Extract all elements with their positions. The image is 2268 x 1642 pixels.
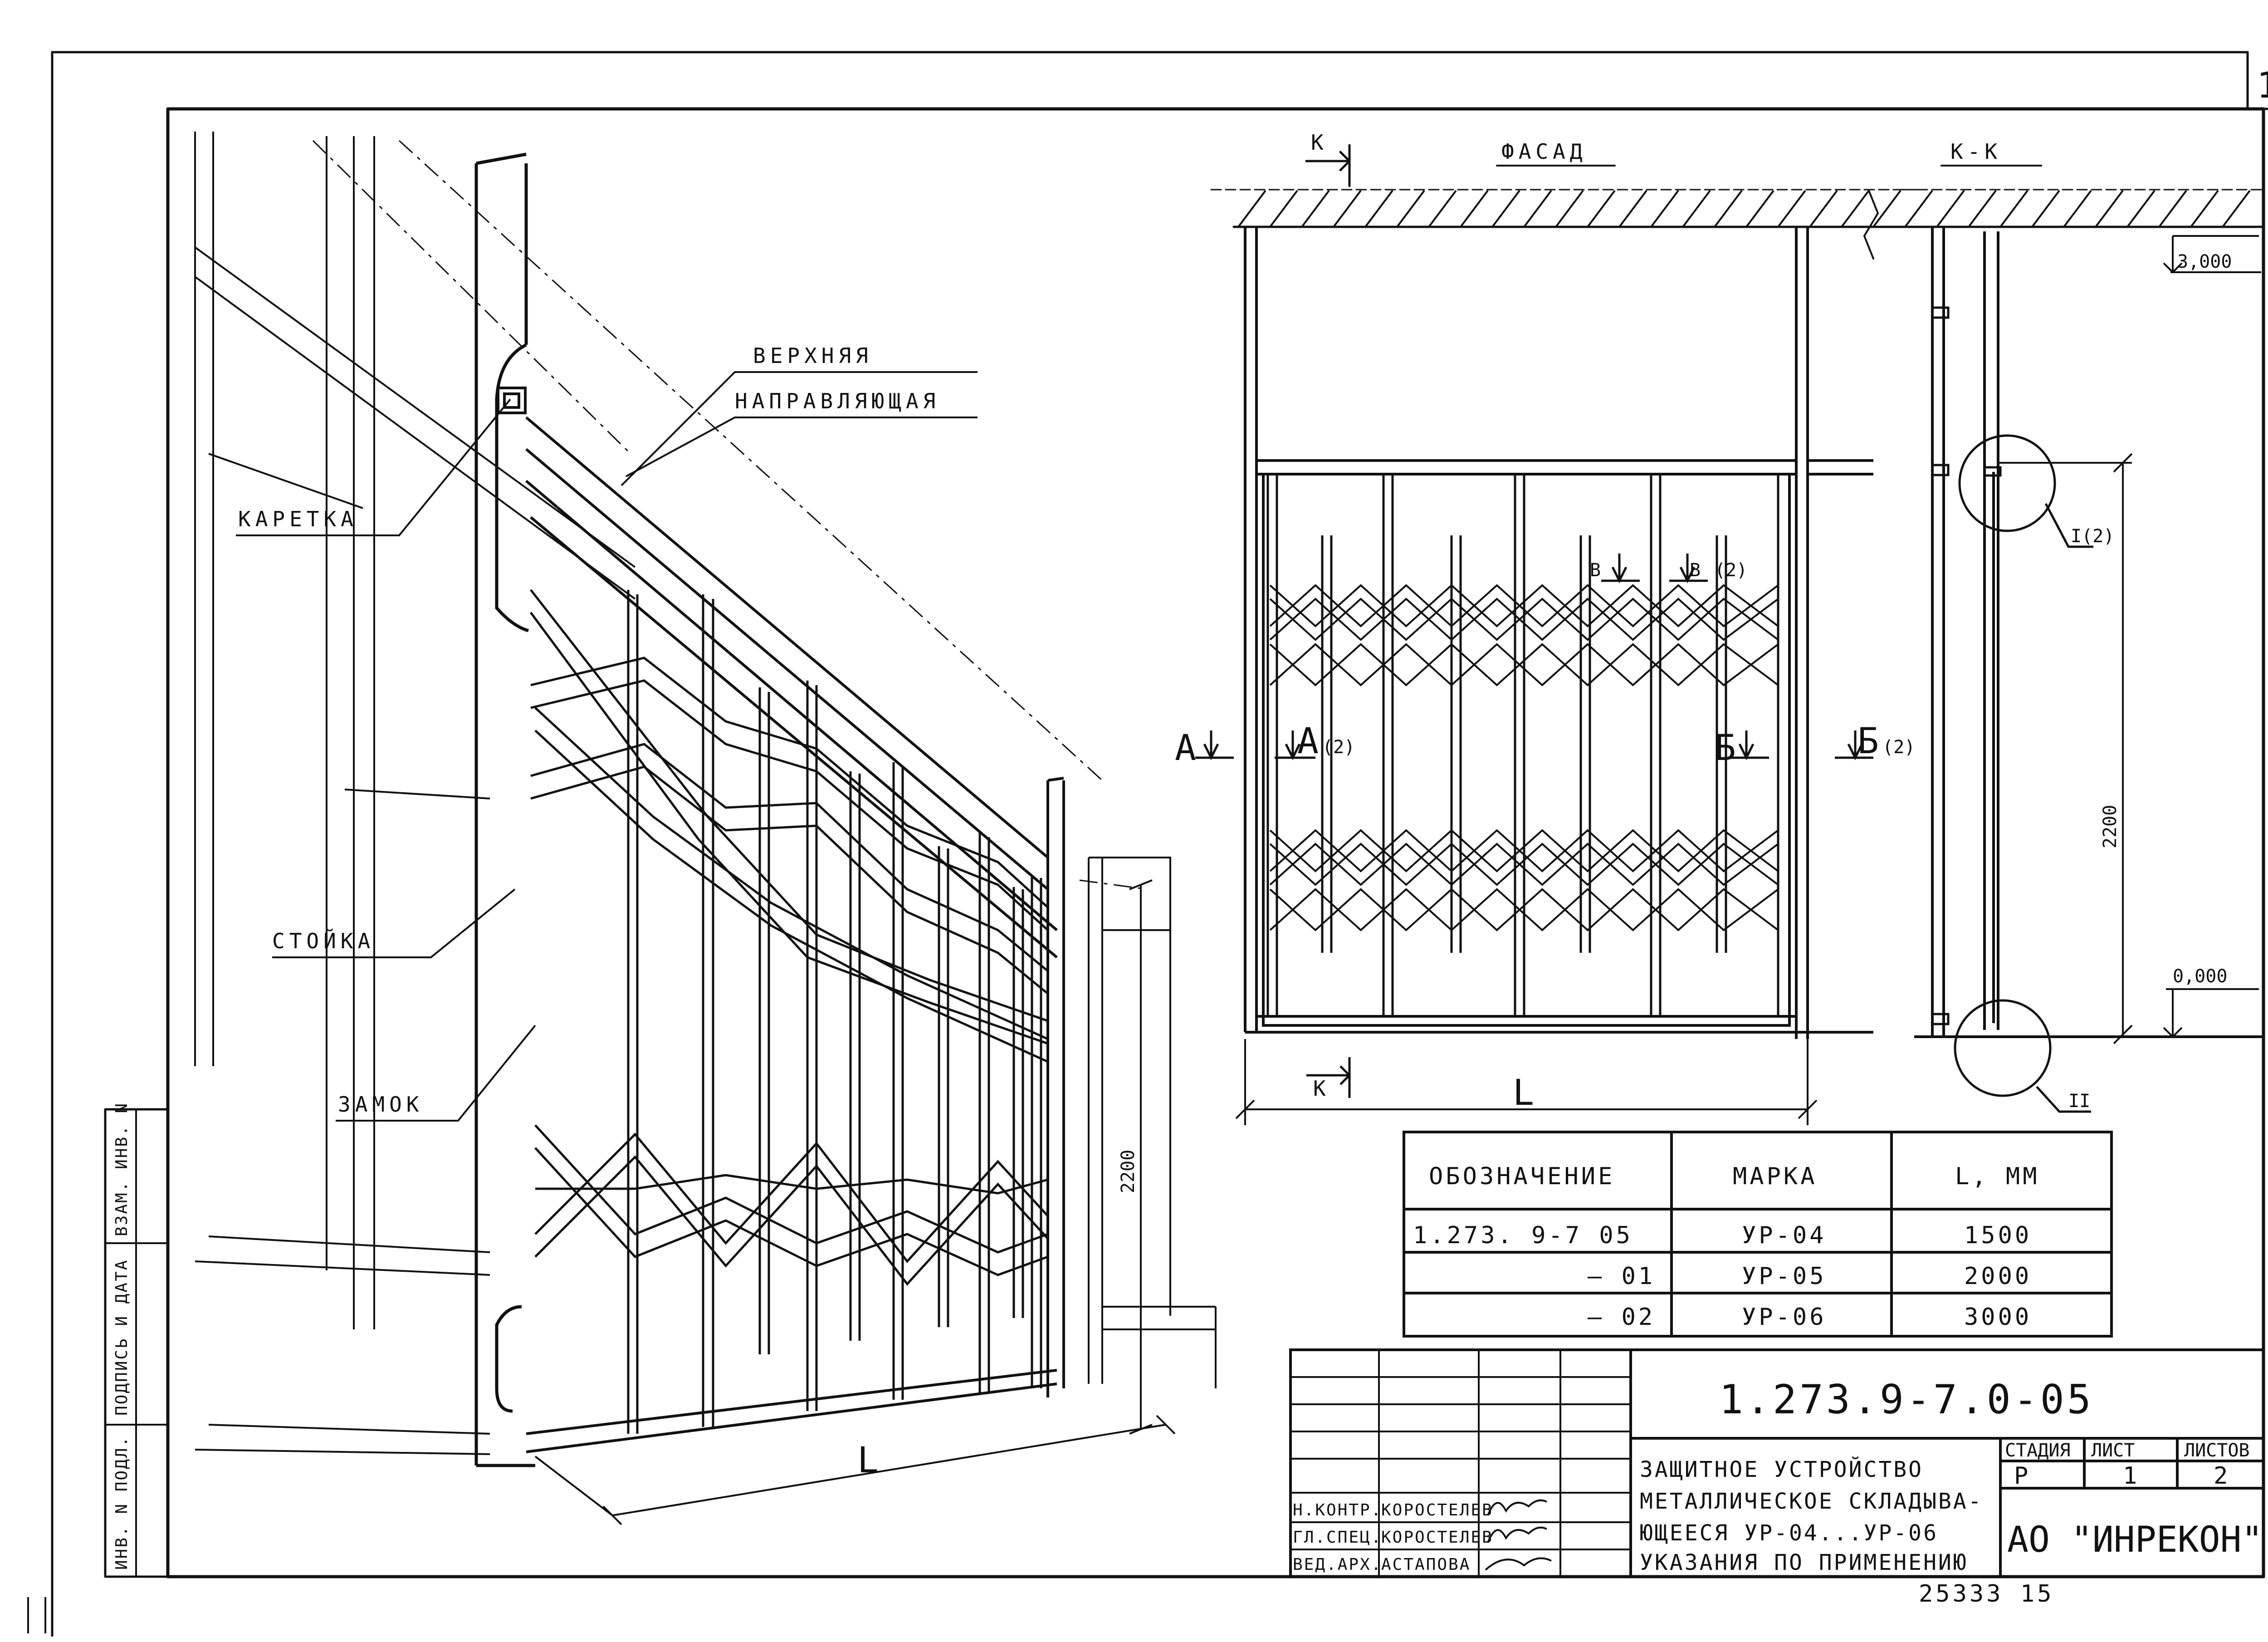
signer-1-role: Н.КОНТР. bbox=[1293, 1501, 1382, 1519]
node-2-label: II bbox=[2068, 1091, 2090, 1112]
cut-b-ref: (2) bbox=[1882, 737, 1915, 758]
cut-a-left: А bbox=[1175, 728, 1196, 769]
spec-cell-r1-c2: УР-04 bbox=[1742, 1222, 1827, 1249]
col-header-sheet: ЛИСТ bbox=[2091, 1440, 2135, 1461]
col-value-stage: Р bbox=[2014, 1462, 2031, 1490]
spec-cell-r2-c2: УР-05 bbox=[1742, 1263, 1827, 1290]
cut-v-right: В bbox=[1690, 560, 1701, 581]
spec-cell-r1-c3: 1500 bbox=[1964, 1222, 2032, 1249]
cut-a-right: А bbox=[1297, 721, 1319, 762]
cut-v-ref: (2) bbox=[1715, 560, 1747, 581]
title-block: 1.273.9-7.0-05 ЗАЩИТНОЕ УСТРОЙСТВО МЕТАЛ… bbox=[1289, 1348, 2265, 1608]
facade-section-mark-bottom: К bbox=[1313, 1076, 1330, 1101]
side-stamp-replace: ВЗАМ. ИНВ. N bbox=[112, 1102, 131, 1236]
label-lock: ЗАМОК bbox=[338, 1092, 423, 1117]
col-header-stage: СТАДИЯ bbox=[2005, 1440, 2071, 1461]
col-value-sheets: 2 bbox=[2214, 1462, 2230, 1490]
signer-2-role: ГЛ.СПЕЦ. bbox=[1293, 1528, 1382, 1547]
spec-header-designation: ОБОЗНАЧЕНИЕ bbox=[1429, 1163, 1615, 1190]
spec-header-mark: МАРКА bbox=[1733, 1163, 1818, 1190]
section-kk-view: К-К I(2) II bbox=[1901, 139, 2265, 1113]
title-line-2: МЕТАЛЛИЧЕСКОЕ СКЛАДЫВА- bbox=[1640, 1489, 1983, 1514]
perspective-view: ВЕРХНЯЯ НАПРАВЛЯЮЩАЯ КАРЕТКА СТОЙКА ЗАМО… bbox=[194, 132, 1217, 1525]
facade-title: ФАСАД bbox=[1501, 139, 1587, 164]
signer-3-name: АСТАПОВА bbox=[1381, 1555, 1471, 1574]
edge-marks bbox=[27, 1597, 46, 1633]
cut-v-left: В bbox=[1590, 560, 1601, 581]
col-value-sheet: 1 bbox=[2123, 1462, 2140, 1490]
spec-table: ОБОЗНАЧЕНИЕ МАРКА L, ММ 1.273. 9-7 05 УР… bbox=[1403, 1131, 2113, 1338]
title-line-1: ЗАЩИТНОЕ УСТРОЙСТВО bbox=[1640, 1456, 1923, 1482]
cut-b-left: Б bbox=[1715, 728, 1736, 769]
spec-cell-r1-c1: 1.273. 9-7 05 bbox=[1413, 1222, 1633, 1249]
side-stamp: ИНВ. N ПОДЛ. ПОДПИСЬ И ДАТА ВЗАМ. ИНВ. N bbox=[104, 1102, 169, 1578]
label-post: СТОЙКА bbox=[272, 929, 375, 953]
label-top-rail-line2: НАПРАВЛЯЮЩАЯ bbox=[735, 389, 940, 413]
side-stamp-sign: ПОДПИСЬ И ДАТА bbox=[112, 1259, 131, 1416]
cut-a-ref: (2) bbox=[1322, 737, 1355, 758]
signatures bbox=[1485, 1499, 1552, 1571]
facade-view: ФАСАД К bbox=[1175, 130, 1920, 1125]
spec-cell-r3-c2: УР-06 bbox=[1742, 1304, 1827, 1331]
signer-1-name: КОРОСТЕЛЕВ bbox=[1381, 1501, 1493, 1519]
title-line-4: УКАЗАНИЯ ПО ПРИМЕНЕНИЮ bbox=[1640, 1550, 1968, 1575]
section-kk-title: К-К bbox=[1950, 139, 2002, 164]
facade-section-mark-top: К bbox=[1311, 130, 1328, 155]
organization: АО "ИНРЕКОН" bbox=[2007, 1519, 2263, 1560]
dim-height-perspective: 2200 bbox=[1118, 1150, 1139, 1193]
stamp-number: 25333 15 bbox=[1919, 1580, 2054, 1608]
side-stamp-inv: ИНВ. N ПОДЛ. bbox=[112, 1436, 131, 1570]
signer-3-role: ВЕД.АРХ. bbox=[1293, 1555, 1382, 1574]
spec-cell-r2-c1: – 01 bbox=[1588, 1263, 1655, 1290]
col-header-sheets: ЛИСТОВ bbox=[2184, 1440, 2250, 1461]
dim-length-perspective: L bbox=[857, 1440, 879, 1481]
node-1-label: I(2) bbox=[2071, 526, 2114, 547]
doc-code: 1.273.9-7.0-05 bbox=[1719, 1376, 2094, 1423]
section-dim-height: 2200 bbox=[2100, 805, 2121, 848]
spec-cell-r3-c3: 3000 bbox=[1964, 1304, 2032, 1331]
elevation-top: 3,000 bbox=[2177, 251, 2232, 272]
spec-cell-r3-c1: – 02 bbox=[1588, 1304, 1655, 1331]
label-top-rail-line1: ВЕРХНЯЯ bbox=[753, 343, 873, 368]
spec-cell-r2-c3: 2000 bbox=[1964, 1263, 2032, 1290]
sheet-corner-number: 14 bbox=[2257, 65, 2268, 106]
label-carriage: КАРЕТКА bbox=[238, 507, 358, 531]
spec-header-length: L, ММ bbox=[1955, 1163, 2040, 1190]
title-line-3: ЮЩЕЕСЯ УР-04...УР-06 bbox=[1640, 1520, 1938, 1546]
elevation-bottom: 0,000 bbox=[2173, 966, 2227, 987]
cut-b-right: Б bbox=[1857, 721, 1879, 762]
signer-2-name: КОРОСТЕЛЕВ bbox=[1381, 1528, 1493, 1547]
facade-dim-length: L bbox=[1513, 1073, 1534, 1113]
